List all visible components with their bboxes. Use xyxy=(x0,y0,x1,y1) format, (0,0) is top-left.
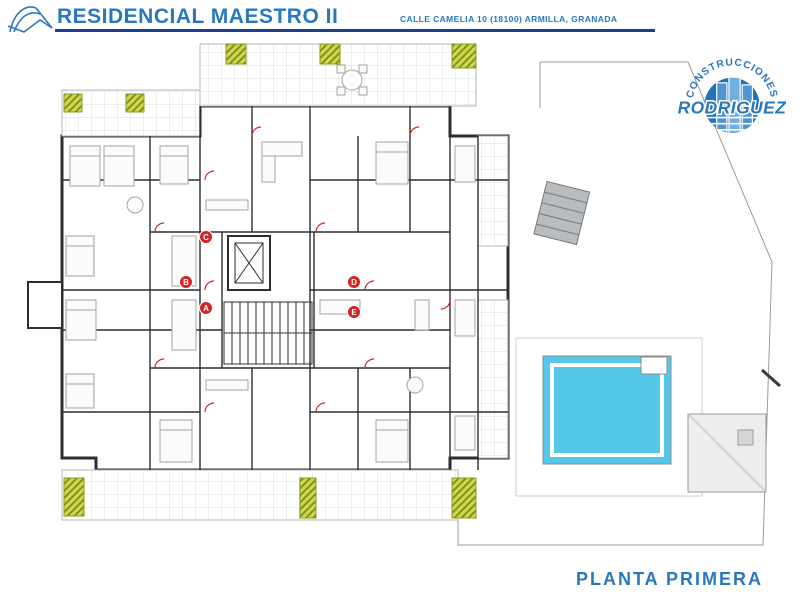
company-logo: CONSTRUCCIONES RODRIGUEZ xyxy=(676,44,788,138)
exterior-stair xyxy=(533,180,591,246)
logo-company-name: RODRIGUEZ xyxy=(678,97,786,117)
unit-marker-letter: D xyxy=(351,278,357,287)
project-title: RESIDENCIAL MAESTRO II xyxy=(57,5,339,28)
unit-marker-e xyxy=(347,305,361,319)
logo-buildings xyxy=(704,77,760,133)
left-balcony xyxy=(27,281,63,329)
pool-area xyxy=(515,337,767,497)
pool-shed xyxy=(687,413,767,493)
site-entrance-mark xyxy=(761,368,781,388)
door-marks xyxy=(154,126,451,413)
pool-steps xyxy=(640,356,668,375)
furniture xyxy=(65,64,476,463)
unit-marker-d xyxy=(347,275,361,289)
site-boundary xyxy=(457,61,773,546)
unit-markers: C B A D E xyxy=(179,230,361,319)
stairs xyxy=(223,301,313,365)
unit-marker-c xyxy=(199,230,213,244)
unit-marker-letter: B xyxy=(183,278,189,287)
planters xyxy=(63,43,477,519)
unit-marker-a xyxy=(199,301,213,315)
unit-marker-letter: C xyxy=(203,233,209,242)
header-underline xyxy=(55,29,655,32)
unit-marker-letter: E xyxy=(351,308,357,317)
project-address: CALLE CAMELIA 10 (18100) ARMILLA, GRANAD… xyxy=(400,14,618,24)
unit-marker-letter: A xyxy=(203,304,209,313)
brand-glyph-icon xyxy=(7,6,53,33)
elevator xyxy=(227,235,271,291)
unit-marker-b xyxy=(179,275,193,289)
floor-label: PLANTA PRIMERA xyxy=(576,569,763,589)
